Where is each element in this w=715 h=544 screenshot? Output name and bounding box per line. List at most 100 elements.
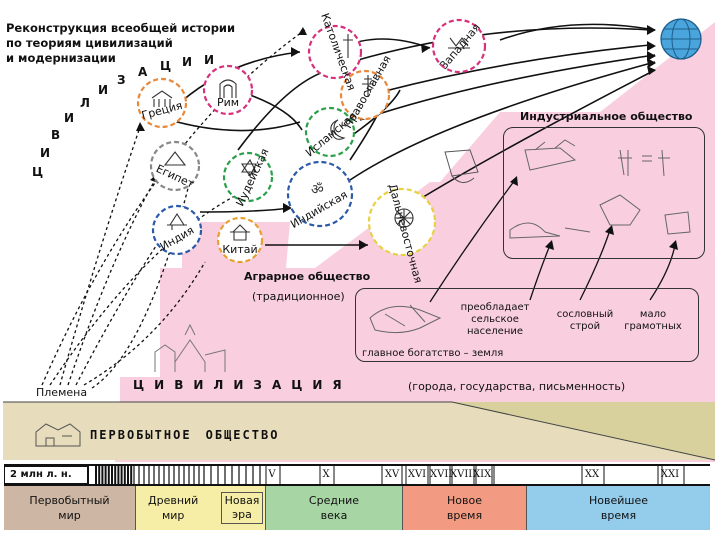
primitive-letter: Щ (224, 428, 234, 442)
label-china: Китай (222, 243, 258, 256)
band-letter: Я (332, 378, 342, 392)
period-line: время (600, 509, 637, 522)
timeline-start: 2 млн л. н. (10, 469, 72, 480)
primitive-letter: Е (233, 428, 243, 442)
tick-XIX: XIX (473, 469, 492, 480)
tick-XVI: XVI (407, 469, 427, 480)
note-rural: преобладает сельское население (460, 302, 530, 338)
tick-XV: XV (384, 469, 400, 480)
om-icon: ॐ (311, 182, 324, 198)
temple-icon (151, 90, 173, 107)
primitive-letter: В (117, 428, 127, 442)
primitive-letter: С (242, 428, 252, 442)
title-line: по теориям цивилизаций (6, 36, 173, 50)
circle-india (151, 204, 203, 256)
circle-indian (286, 160, 354, 228)
wheel-icon (394, 208, 414, 228)
primitive-letter: Е (99, 428, 109, 442)
label-rome: Рим (216, 96, 240, 109)
agrarian-sketch (369, 304, 442, 334)
band-letter: И (233, 378, 244, 392)
arch-icon (219, 79, 237, 98)
agrarian-subtitle: (традиционное) (252, 290, 345, 303)
period-new-time: Новое время (403, 486, 527, 530)
primitive-letter: Б (214, 428, 225, 442)
arc-letter: И (182, 55, 193, 69)
primitive-letter: О (173, 428, 183, 442)
arc-letter: З (117, 73, 126, 87)
circle-egypt (149, 140, 201, 192)
industrial-panel (503, 127, 705, 259)
period-line: эра (232, 508, 252, 521)
title-line: и модернизации (6, 51, 116, 65)
tick-XVIII: XVIII (450, 469, 477, 480)
band-letter: И (154, 378, 165, 392)
industrial-sketches (509, 139, 691, 239)
arc-letter: В (51, 128, 61, 142)
circle-western (431, 18, 487, 74)
period-line: Новейшее (588, 494, 648, 507)
note-line: население (466, 326, 524, 337)
band-letter: И (312, 378, 323, 392)
arc-letter: Ц (32, 165, 44, 179)
primitive-society-label: ПЕРВОБЫТНОЕ ОБЩЕСТВО (90, 428, 279, 442)
primitive-band (3, 402, 715, 460)
primitive-letter: О (270, 428, 280, 442)
note-wealth: главное богатство – земля (362, 348, 504, 359)
timeline-ruler (4, 466, 710, 484)
circle-judeo (222, 151, 274, 203)
note-arrows (429, 179, 676, 303)
tick-V: V (268, 469, 276, 480)
primitive-letter: П (90, 428, 100, 442)
circle-rome (202, 64, 254, 116)
band-letter: А (271, 378, 282, 392)
note-literacy: мало грамотных (616, 309, 690, 333)
tick-X: X (322, 469, 330, 480)
band-letter: Ц (291, 378, 303, 392)
arc-letter: И (204, 53, 215, 67)
agrarian-title: Аграрное общество (244, 270, 371, 283)
farm-sketch (444, 149, 479, 183)
tribes-arrows (41, 29, 306, 389)
tick-XXI: XXI (660, 469, 680, 480)
primitive-letter: Ы (145, 428, 155, 442)
period-line: Первобытный (29, 494, 110, 507)
primitive-letter: В (260, 428, 271, 442)
period-line: мир (161, 509, 185, 522)
period-line: Новая (224, 494, 260, 507)
band-letter: З (253, 378, 262, 392)
note-line: грамотных (624, 321, 682, 332)
stupa-icon (167, 212, 187, 230)
pagoda-icon (230, 224, 250, 241)
primitive-letter: Т (154, 428, 164, 442)
period-line: время (446, 509, 483, 522)
period-line: Новое (447, 494, 482, 507)
arc-letter: И (98, 83, 109, 97)
title-line: Реконструкция всеобщей истории (6, 21, 236, 35)
agrarian-panel (355, 288, 699, 362)
tick-XX: XX (584, 469, 600, 480)
note-line: преобладает (460, 302, 530, 313)
pyramid-icon (163, 151, 187, 166)
orthodox-cross-icon (362, 75, 374, 97)
band-letter: Л (213, 378, 224, 392)
circle-orthodox (339, 69, 391, 121)
crescent-icon (330, 119, 346, 140)
star-of-david-icon (240, 158, 257, 178)
circle-greece (136, 77, 188, 129)
tribes-label: Племена (36, 386, 88, 399)
note-line: сельское (471, 314, 519, 325)
western-icon (448, 37, 470, 49)
arc-letter: И (64, 111, 75, 125)
primitive-letter: Б (136, 428, 146, 442)
primitive-letter: Р (108, 428, 118, 442)
civilization-band-note: (города, государства, письменность) (408, 380, 626, 393)
band-letter: И (193, 378, 204, 392)
arc-letter: И (40, 146, 51, 160)
flow-arrowheads (283, 25, 656, 250)
